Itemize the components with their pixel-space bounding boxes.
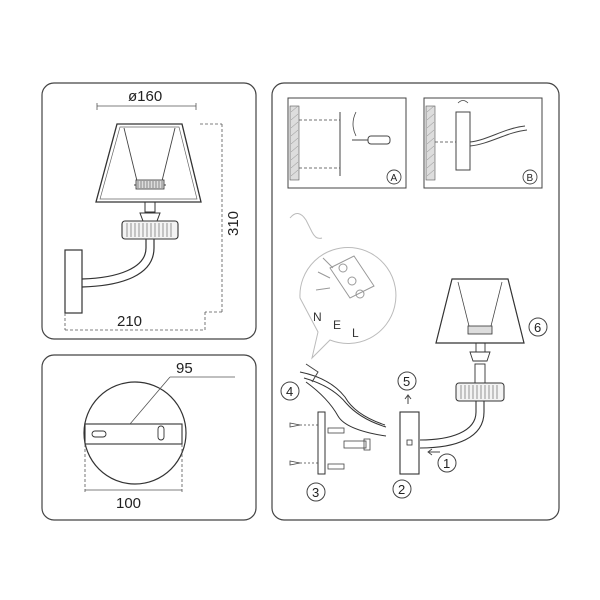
panel-wall-plate: 95 100 [41,354,257,521]
panel-dimension-view: ø160 [41,82,257,340]
wire-label-l: L [352,326,360,340]
height-dimension: 310 [200,123,242,330]
panel-frame [271,82,560,521]
step-6-badge [528,317,548,337]
lamp-neck [121,201,179,240]
terminal-block [315,255,375,299]
step-2-badge [392,479,412,499]
step-6-label: 6 [534,320,541,335]
up-arrow-icon [404,394,412,404]
panel-frame [41,82,257,340]
assembled-lamp [419,278,525,456]
step-1-badge [437,453,457,473]
screwdriver-icon [352,135,391,145]
shade-diameter-dimension: ø160 [96,88,197,110]
anchor-icon [343,440,367,449]
step-5-badge [397,371,417,391]
detail-b-badge [522,169,538,185]
step-badges: 1 2 3 4 5 6 [280,317,548,502]
rotate-arrow-icon [457,100,469,104]
wiring-terminal-bubble: N E L [289,213,397,360]
bracket-length-dimension: 95 [129,360,235,425]
plate-diameter-label: 100 [116,495,141,512]
wall-plate-side [399,411,420,475]
detail-b-cable-entry: B [423,97,543,189]
detail-a-badge [386,169,402,185]
wire-label-e: E [333,318,342,332]
left-arrow-icon [427,448,440,456]
step-4-badge [280,381,300,401]
detail-b-label: B [527,173,534,184]
step-3-badge [306,482,326,502]
screw-icon [327,463,345,470]
depth-label: 210 [117,313,142,330]
step-4-label: 4 [286,384,293,399]
panel-installation: A B N E [271,82,560,521]
shade-diameter-label: ø160 [128,88,162,105]
step-2-label: 2 [398,482,405,497]
step-5-label: 5 [403,374,410,389]
wall-plate-circle [83,381,187,485]
panel-frame [41,354,257,521]
detail-a-label: A [391,173,398,184]
plate-diameter-dimension: 100 [84,444,183,512]
lamp-arm [64,239,155,314]
step-3-label: 3 [312,485,319,500]
lamp-shade [95,123,202,203]
step-1-label: 1 [443,456,450,471]
screw-icon [327,427,345,434]
detail-a-drilling: A [287,97,407,189]
bracket-length-label: 95 [176,360,193,377]
depth-dimension: 210 [64,313,205,331]
height-label: 310 [225,211,242,236]
mounting-parts [289,363,387,475]
mounting-bracket [84,423,183,445]
wire-label-n: N [313,310,323,324]
